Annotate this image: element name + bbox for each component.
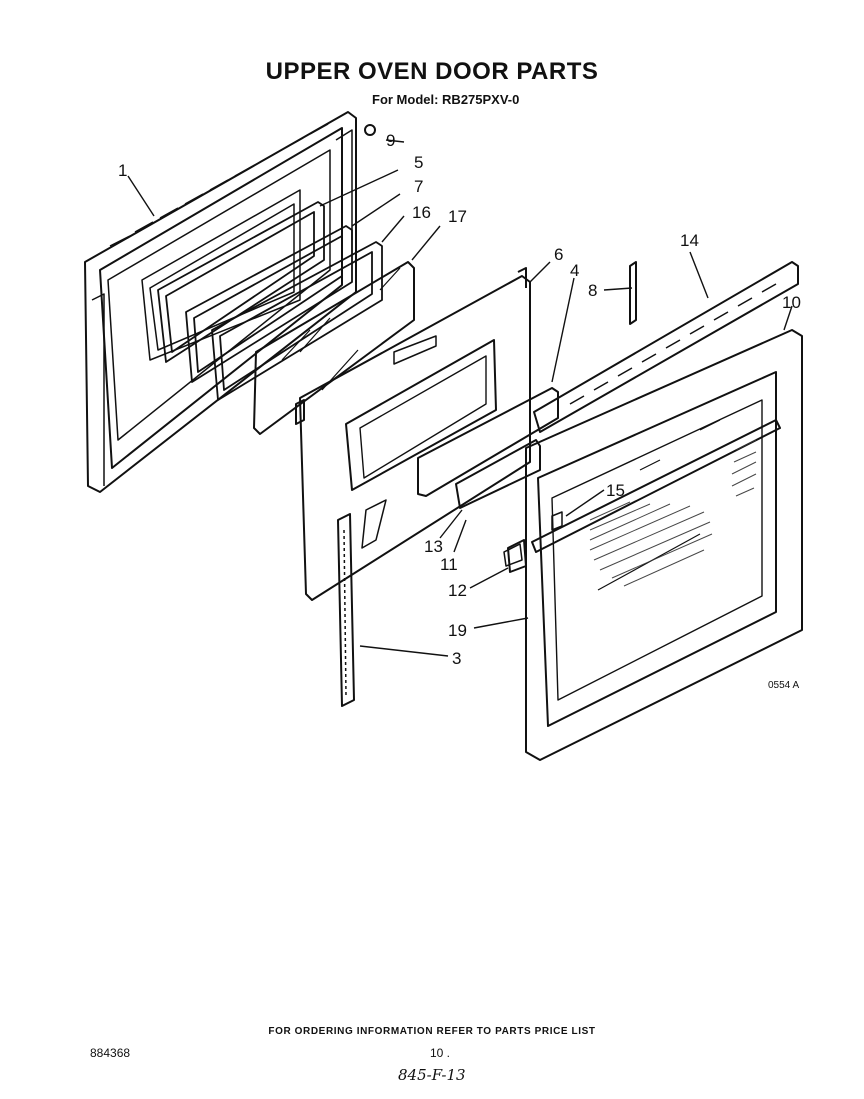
ordering-note: FOR ORDERING INFORMATION REFER TO PARTS … <box>268 1026 596 1037</box>
callout-1: 1 <box>118 161 127 180</box>
callout-19: 19 <box>448 621 467 640</box>
callout-9: 9 <box>386 131 395 150</box>
callout-17: 17 <box>448 207 467 226</box>
part-6-door-liner <box>295 267 531 601</box>
callout-5: 5 <box>414 153 423 172</box>
callout-6: 6 <box>554 245 563 264</box>
document-number: 884368 <box>90 1046 131 1060</box>
model-subtitle: For Model: RB275PXV-0 <box>372 92 520 107</box>
callout-15: 15 <box>606 481 625 500</box>
part-16-glass-frame <box>211 241 383 401</box>
callout-13: 13 <box>424 537 443 556</box>
callout-3: 3 <box>452 649 461 668</box>
part-19-outer-door <box>507 329 803 761</box>
callout-12: 12 <box>448 581 467 600</box>
callout-4: 4 <box>570 261 579 280</box>
part-8-bracket <box>629 261 637 325</box>
part-17-glass-panel <box>253 261 415 435</box>
part-12-hinge <box>503 543 523 567</box>
part-14-vent-trim <box>533 261 799 433</box>
callout-8: 8 <box>588 281 597 300</box>
part-9-screw <box>364 124 376 136</box>
figure-code: 0554 A <box>768 680 800 691</box>
callout-11: 11 <box>440 555 458 574</box>
part-3-hinge-bar <box>337 513 355 707</box>
callout-10: 10 <box>782 293 801 312</box>
leader-lines <box>127 139 793 657</box>
callout-16: 16 <box>412 203 431 222</box>
handwritten-reference: 845-F-13 <box>398 1066 466 1084</box>
page-title: UPPER OVEN DOOR PARTS <box>265 58 599 85</box>
callout-14: 14 <box>680 231 699 250</box>
part-5-window-pack <box>157 201 325 363</box>
page-number: 10 . <box>430 1046 451 1060</box>
callout-7: 7 <box>414 177 423 196</box>
part-4-trim <box>417 387 559 509</box>
part-7-glass <box>185 225 353 383</box>
